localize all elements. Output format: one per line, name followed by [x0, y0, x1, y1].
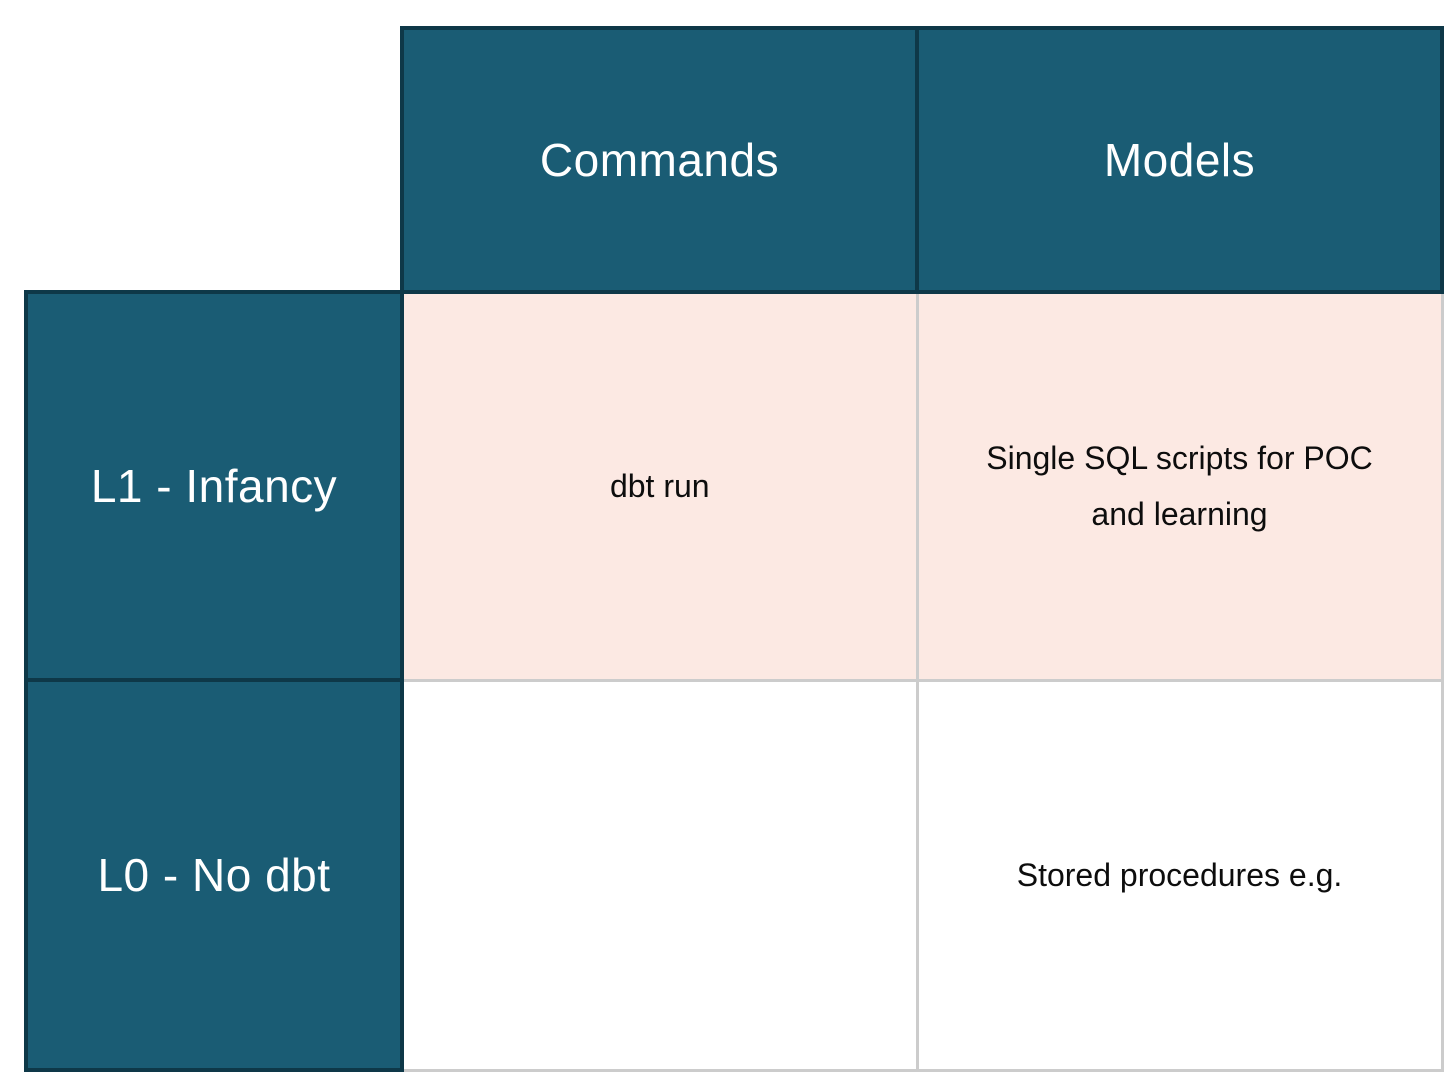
row-header-l0-label: L0 - No dbt — [97, 849, 331, 901]
column-header-models-label: Models — [1103, 134, 1256, 186]
row-header-l1-infancy: L1 - Infancy — [24, 290, 404, 682]
cell-l1-commands: dbt run — [400, 290, 919, 682]
cell-l0-commands — [400, 678, 919, 1072]
cell-l1-commands-text: dbt run — [609, 468, 710, 505]
column-header-models: Models — [915, 26, 1444, 294]
table-row-l1: L1 - Infancy dbt run Single SQL scripts … — [24, 290, 1444, 682]
table-row-l0: L0 - No dbt Stored procedures e.g. — [24, 678, 1444, 1072]
cell-l1-models-text: Single SQL scripts for POC and learning — [986, 440, 1373, 533]
maturity-matrix-table: Commands Models L1 - Infancy dbt run Sin… — [24, 26, 1444, 1072]
cell-l1-models: Single SQL scripts for POC and learning — [915, 290, 1444, 682]
corner-cell — [26, 28, 402, 292]
row-header-l0-no-dbt: L0 - No dbt — [24, 678, 404, 1072]
cell-l0-models: Stored procedures e.g. — [915, 678, 1444, 1072]
column-header-commands: Commands — [400, 26, 919, 294]
row-header-l1-label: L1 - Infancy — [90, 460, 338, 512]
cell-l0-models-text: Stored procedures e.g. — [1016, 857, 1343, 893]
column-header-row: Commands Models — [26, 26, 1444, 294]
column-header-commands-label: Commands — [539, 134, 780, 186]
